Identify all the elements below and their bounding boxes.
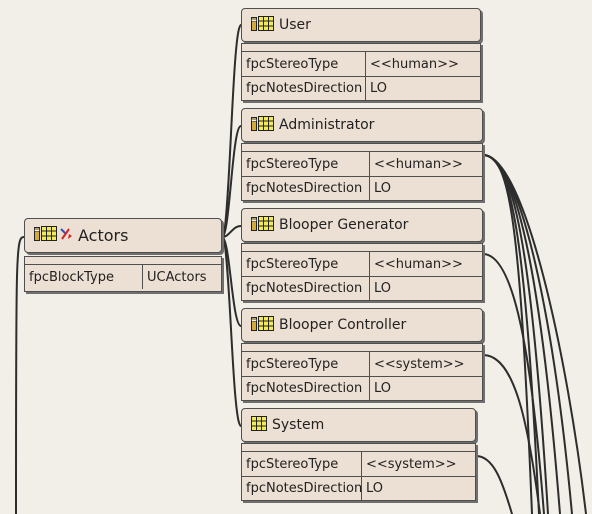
red-arrow-icon	[58, 226, 74, 246]
connector-actors-blooper-generator	[221, 225, 242, 238]
property-value: LO	[370, 81, 388, 96]
blooper-controller-node-header[interactable]: Blooper Controller	[241, 308, 483, 342]
connector-blooper-generator-bundle	[482, 253, 545, 514]
table-header-band	[242, 344, 482, 352]
table-header-band	[25, 257, 221, 265]
connector-administrator-bundle-6	[482, 154, 587, 514]
blooper-generator-node-header[interactable]: Blooper Generator	[241, 208, 483, 242]
actors-node-icons	[34, 226, 74, 246]
actors-node-header[interactable]: Actors	[24, 218, 222, 253]
property-value: <<human>>	[374, 156, 463, 172]
property-key: fpcNotesDirection	[242, 77, 366, 100]
blooper-generator-node-title: Blooper Generator	[279, 217, 409, 233]
blooper-generator-node-icons	[251, 215, 274, 235]
property-value: <<human>>	[374, 256, 463, 272]
grid-icon	[258, 115, 274, 135]
property-key: fpcStereoType	[242, 52, 366, 76]
administrator-node-header[interactable]: Administrator	[241, 108, 483, 142]
grid-icon	[258, 15, 274, 35]
system-node-icons	[251, 415, 267, 435]
user-node-header[interactable]: User	[241, 8, 481, 42]
table-row: fpcStereoType <<human>>	[242, 52, 480, 76]
table-row: fpcStereoType <<system>>	[242, 452, 475, 476]
connector-blooper-controller-bundle	[482, 354, 541, 514]
administrator-node-icons	[251, 115, 274, 135]
table-header-band	[242, 144, 482, 152]
pencil-icon	[251, 216, 257, 235]
property-value: LO	[374, 381, 392, 396]
actors-properties-table: fpcBlockType UCActors	[24, 256, 222, 292]
connector-administrator-bundle-3	[482, 154, 549, 514]
actors-node-title: Actors	[78, 225, 129, 245]
property-value: <<human>>	[370, 56, 459, 72]
table-row: fpcNotesDirection LO	[242, 376, 482, 400]
property-value: UCActors	[147, 269, 207, 285]
table-row: fpcNotesDirection LO	[242, 176, 482, 200]
property-key: fpcNotesDirection	[242, 277, 370, 300]
property-value: <<system>>	[374, 356, 465, 372]
property-key: fpcStereoType	[242, 252, 370, 276]
grid-icon	[41, 226, 57, 245]
connector-system-bundle	[475, 455, 513, 514]
property-key: fpcStereoType	[242, 152, 370, 176]
table-header-band	[242, 444, 475, 452]
property-value: LO	[374, 181, 392, 196]
table-row: fpcStereoType <<system>>	[242, 352, 482, 376]
user-node-icons	[251, 15, 274, 35]
blooper-controller-properties-table: fpcStereoType <<system>> fpcNotesDirecti…	[241, 343, 483, 401]
property-key: fpcNotesDirection	[242, 477, 362, 500]
user-node-title: User	[279, 17, 311, 33]
connector-main-down	[15, 236, 25, 514]
pencil-icon	[34, 226, 40, 245]
pencil-icon	[251, 116, 257, 135]
property-key: fpcNotesDirection	[242, 377, 370, 400]
property-key: fpcNotesDirection	[242, 177, 370, 200]
table-header-band	[242, 44, 480, 52]
system-node-title: System	[272, 417, 325, 433]
pencil-icon	[251, 316, 257, 335]
administrator-node-title: Administrator	[279, 117, 375, 133]
table-row: fpcStereoType <<human>>	[242, 252, 482, 276]
property-value: LO	[374, 281, 392, 296]
property-value: <<system>>	[366, 456, 457, 472]
blooper-controller-node-title: Blooper Controller	[279, 317, 407, 333]
connector-actors-administrator	[221, 125, 242, 238]
property-key: fpcStereoType	[242, 352, 370, 376]
table-row: fpcNotesDirection LO	[242, 476, 475, 500]
table-row: fpcNotesDirection LO	[242, 276, 482, 300]
table-row: fpcNotesDirection LO	[242, 76, 480, 100]
pencil-icon	[251, 16, 257, 35]
table-row: fpcStereoType <<human>>	[242, 152, 482, 176]
table-header-band	[242, 244, 482, 252]
connector-administrator-bundle-1	[482, 154, 533, 514]
grid-icon	[258, 215, 274, 235]
blooper-controller-node-icons	[251, 315, 274, 335]
grid-icon	[258, 315, 274, 335]
blooper-generator-properties-table: fpcStereoType <<human>> fpcNotesDirectio…	[241, 243, 483, 301]
administrator-properties-table: fpcStereoType <<human>> fpcNotesDirectio…	[241, 143, 483, 201]
grid-icon	[251, 415, 267, 435]
property-key: fpcStereoType	[242, 452, 362, 476]
system-node-header[interactable]: System	[241, 408, 476, 442]
property-key: fpcBlockType	[25, 265, 143, 289]
system-properties-table: fpcStereoType <<system>> fpcNotesDirecti…	[241, 443, 476, 501]
property-value: LO	[366, 481, 384, 496]
user-properties-table: fpcStereoType <<human>> fpcNotesDirectio…	[241, 43, 481, 101]
table-row: fpcBlockType UCActors	[25, 265, 221, 289]
connector-actors-system	[221, 236, 242, 427]
